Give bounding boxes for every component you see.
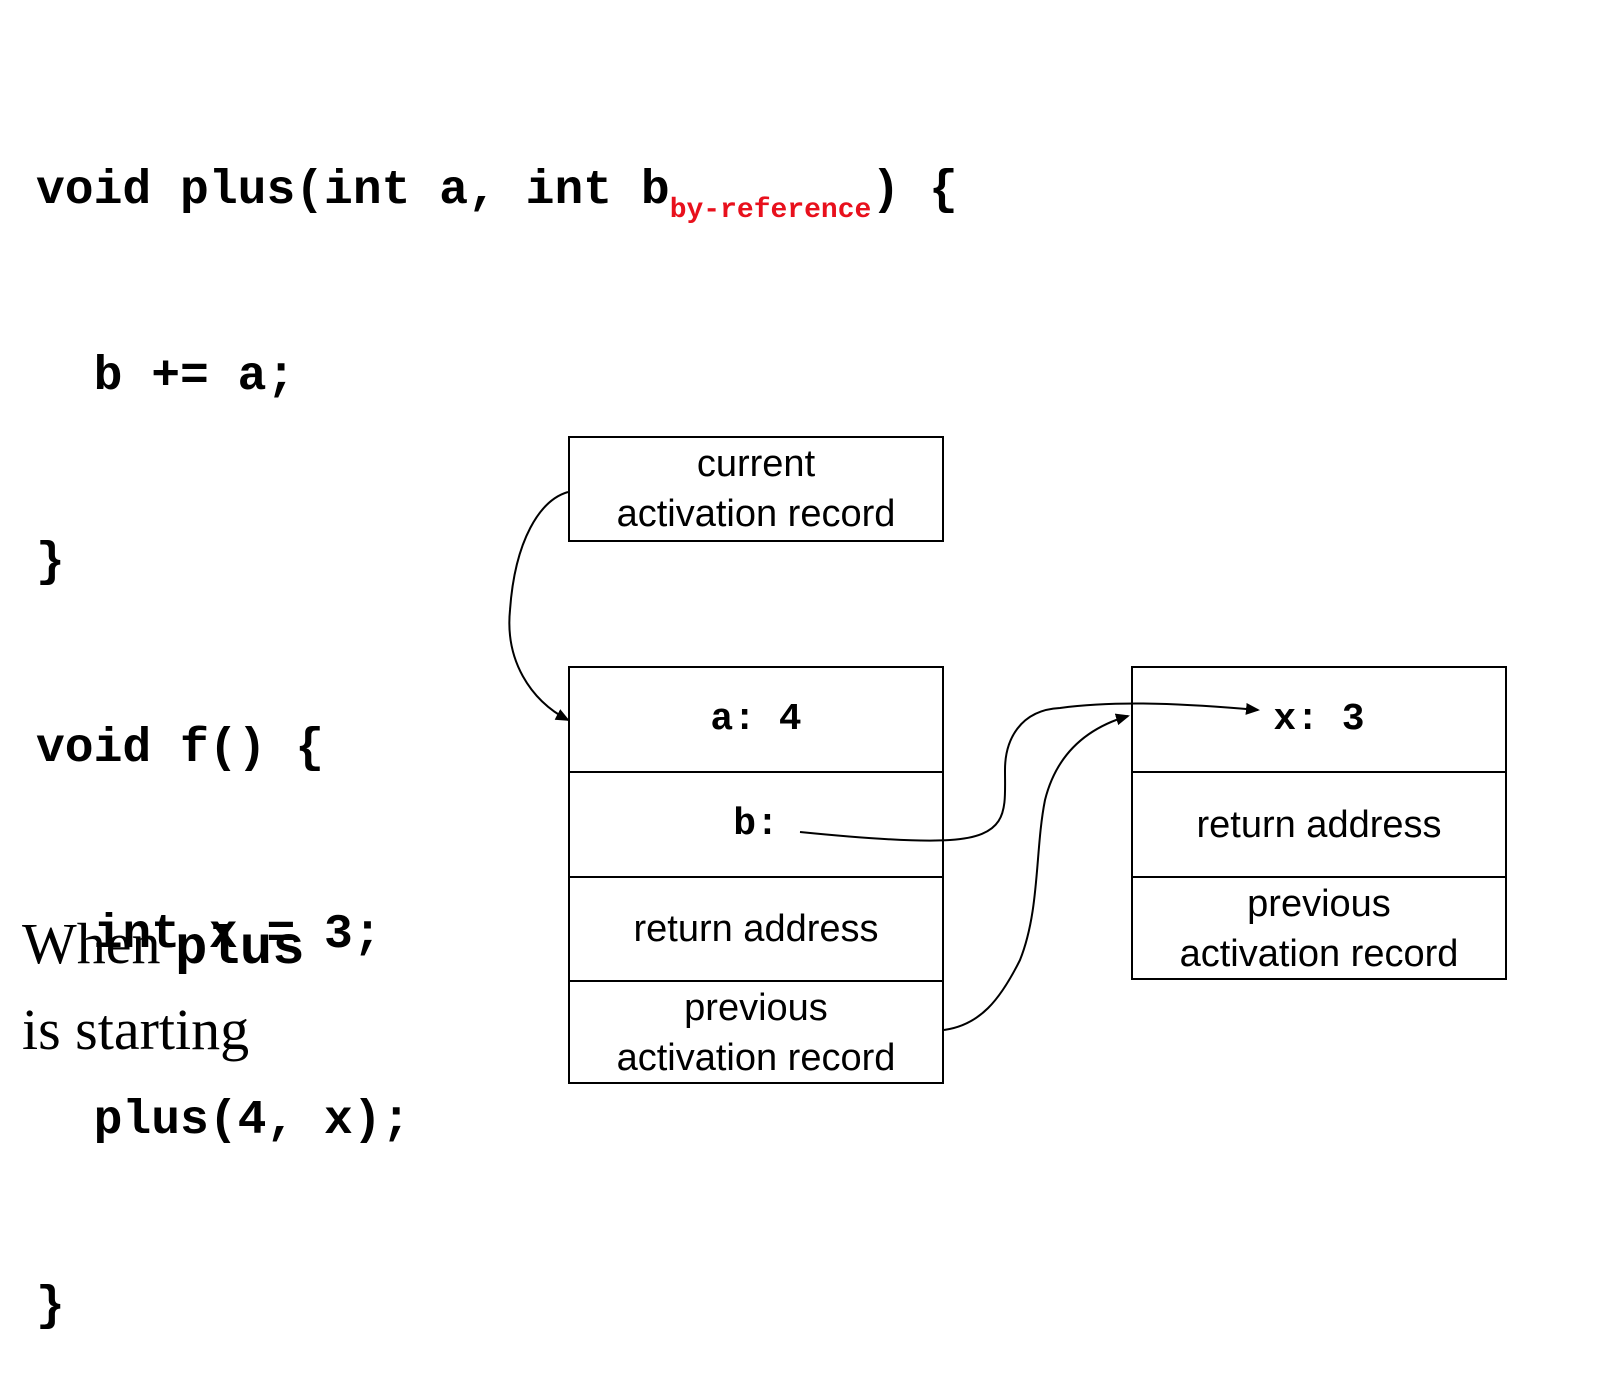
plus-return-address-label: return address [633, 908, 879, 950]
code-line-1-text: void plus(int a, int b [36, 164, 670, 218]
param-b-label: b: [733, 802, 779, 846]
f-return-address-label: return address [1196, 803, 1442, 846]
param-a-cell: a: 4 [570, 668, 942, 771]
f-return-address-cell: return address [1133, 771, 1505, 876]
code-line-2: b += a; [36, 350, 296, 404]
plus-previous-record-cell: previous activation record [570, 980, 942, 1084]
code-line-4: void f() { [36, 722, 325, 776]
var-x-cell: x: 3 [1133, 668, 1505, 771]
caption: When plus is starting [22, 904, 305, 1070]
code-line-7: } [36, 1280, 65, 1334]
code-line-6: plus(4, x); [36, 1094, 411, 1148]
var-x-value: x: 3 [1273, 697, 1365, 741]
code-line-1: void plus(int a, int bby-reference) { [36, 160, 958, 226]
param-b-cell: b: [570, 771, 942, 876]
f-previous-record-label: previous activation record [1179, 883, 1459, 975]
code-listing: void plus(int a, int bby-reference) { b … [36, 36, 958, 1400]
caption-prefix: When [22, 911, 175, 976]
plus-return-address-cell: return address [570, 876, 942, 980]
code-line-5: int x = 3; [36, 908, 382, 962]
plus-activation-record: a: 4 b: return address previous activati… [568, 666, 944, 1084]
current-activation-record-label: current activation record [616, 443, 896, 535]
caption-keyword: plus [175, 919, 305, 980]
f-previous-record-cell: previous activation record [1133, 876, 1505, 980]
by-reference-annotation: by-reference [669, 195, 872, 226]
previous-to-f-arrow [943, 713, 1130, 1031]
plus-previous-record-label: previous activation record [616, 987, 896, 1079]
f-activation-record: x: 3 return address previous activation … [1131, 666, 1507, 980]
param-a-value: a: 4 [710, 697, 802, 741]
code-line-1-tail: ) { [871, 164, 958, 218]
current-activation-record-box: current activation record [568, 436, 944, 542]
code-line-3: } [36, 536, 65, 590]
caption-suffix: is starting [22, 997, 250, 1062]
